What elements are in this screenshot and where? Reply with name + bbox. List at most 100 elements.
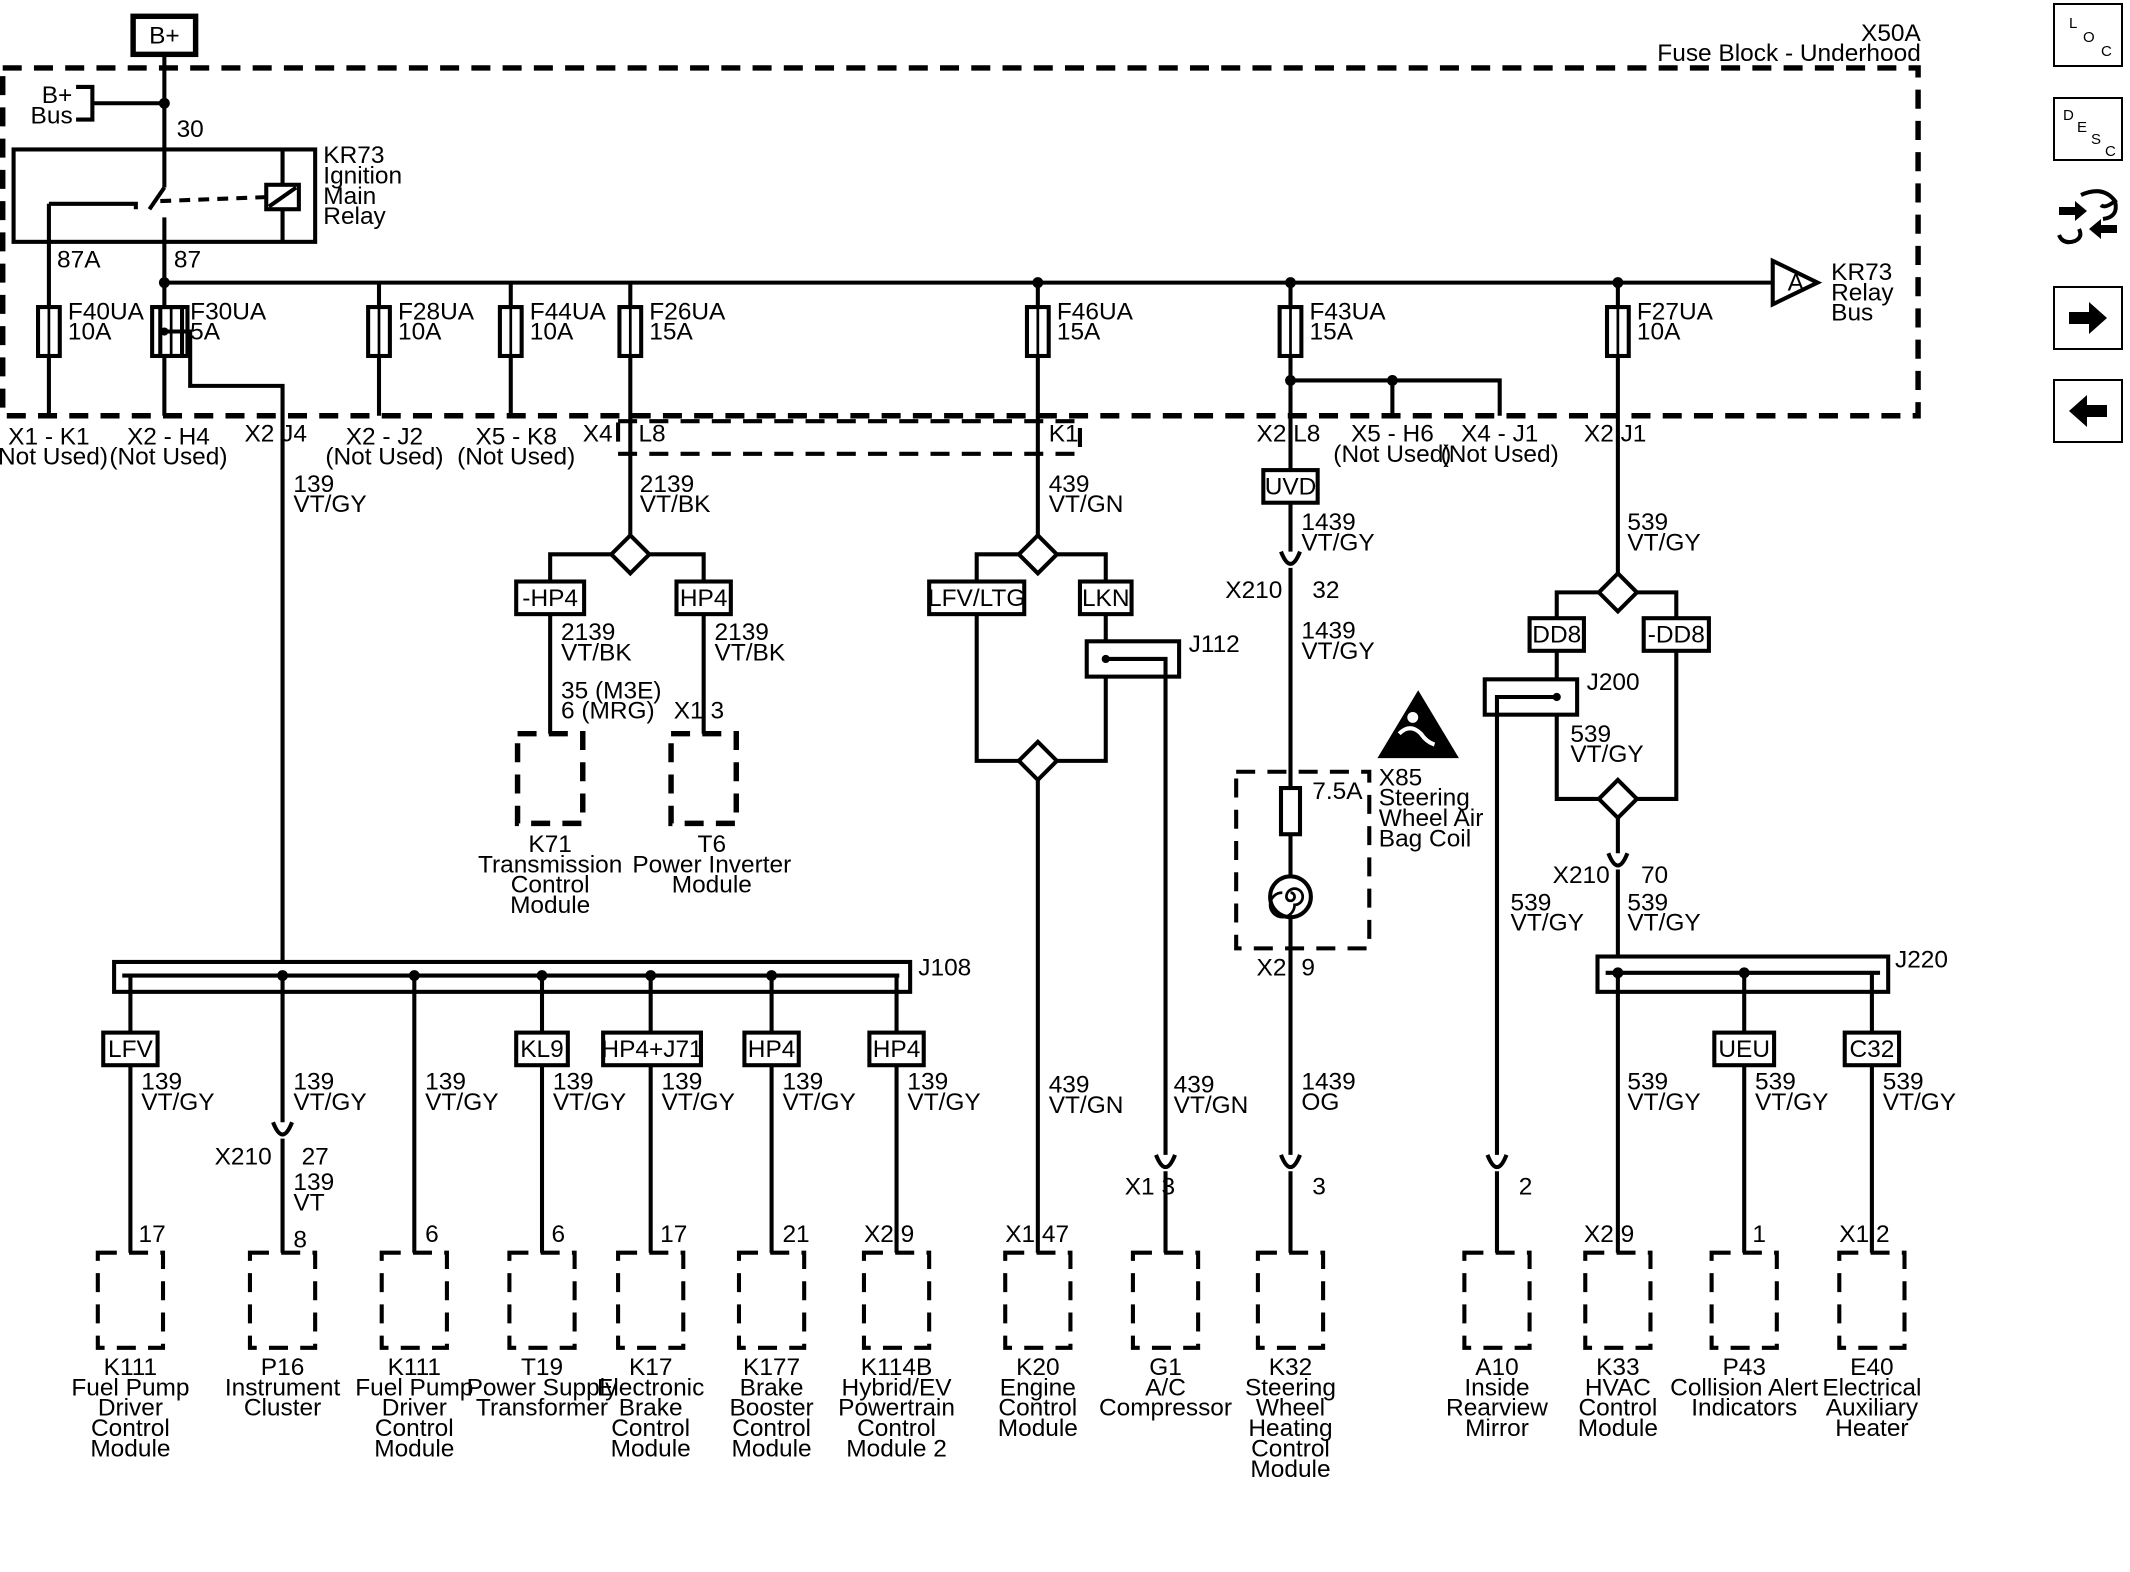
pin-p43: 1 xyxy=(1752,1221,1766,1248)
airbag-warning-icon xyxy=(1377,690,1459,759)
module-p16-box xyxy=(247,1250,318,1350)
module-g1-box xyxy=(1130,1250,1201,1350)
option-lfvltg xyxy=(927,579,1027,617)
option-hp4-b xyxy=(742,1030,801,1068)
bus-label: B+Bus xyxy=(31,82,73,129)
pin-x210-32: 32 xyxy=(1312,577,1339,604)
connector-x4: X4 xyxy=(583,421,613,448)
option-hp4-c-label: HP4 xyxy=(873,1036,921,1063)
connector-x5k8: X5 - K8(Not Used) xyxy=(457,423,575,470)
module-e40-box xyxy=(1837,1250,1907,1350)
option-lkn-label: LKN xyxy=(1082,585,1130,612)
connector-x2h4: X2 - H4(Not Used) xyxy=(109,423,227,470)
splice-j112-label: J112 xyxy=(1189,631,1240,658)
pin-87: 87 xyxy=(174,247,201,274)
airbag-coil-box xyxy=(1234,769,1372,951)
option-lkn xyxy=(1077,579,1134,617)
wiring-harness-icon xyxy=(2057,189,2118,245)
fuse-block-name: Fuse Block - Underhood xyxy=(1657,40,1920,67)
option-hp4-c xyxy=(867,1030,926,1068)
module-t6-box xyxy=(668,730,739,827)
module-k17-box xyxy=(616,1250,686,1350)
desc-button[interactable]: D E S C xyxy=(2053,97,2123,161)
loc-button[interactable]: L O C xyxy=(2053,3,2123,67)
connector-x2j1: X2 J1 xyxy=(1584,421,1646,448)
pin-k111b: 6 xyxy=(425,1221,439,1248)
connector-x4-box xyxy=(616,419,1082,456)
connector-x2j2: X2 - J2(Not Used) xyxy=(325,423,443,470)
connector-x210-a: X210 xyxy=(1225,577,1282,604)
fuse-block-id: X50A xyxy=(1861,20,1921,47)
pin-k177: 21 xyxy=(782,1221,809,1248)
airbag-fuse xyxy=(1278,786,1303,837)
module-k114b-box xyxy=(861,1250,932,1350)
module-k111b-box xyxy=(379,1250,449,1350)
pin-x210-27: 27 xyxy=(302,1143,329,1170)
option-nhp4-label: -HP4 xyxy=(522,585,578,612)
battery-label: B+ xyxy=(149,22,180,49)
option-lfvltg-label: LFV/LTG xyxy=(928,585,1025,612)
option-hp4-a xyxy=(674,579,733,617)
arrow-left-icon xyxy=(2069,395,2107,427)
pin-airbag-x2: X2 xyxy=(1257,955,1287,982)
forward-button[interactable] xyxy=(2053,286,2123,350)
pin-k32: 3 xyxy=(1312,1173,1326,1200)
arrow-right-icon xyxy=(2069,302,2107,334)
splice-j220-label: J220 xyxy=(1895,946,1948,973)
connector-x4j1: X4 - J1(Not Used) xyxy=(1441,421,1559,468)
pins-k71: 35 (M3E)6 (MRG) xyxy=(561,677,661,724)
option-kl9 xyxy=(514,1030,570,1068)
pin-k114b: X2 9 xyxy=(864,1221,914,1248)
splice-j108-label: J108 xyxy=(918,955,971,982)
connector-x2j4: X2 J4 xyxy=(245,421,307,448)
connector-x5h6: X5 - H6(Not Used) xyxy=(1333,421,1451,468)
pin-t19: 6 xyxy=(552,1221,566,1248)
pin-30: 30 xyxy=(177,116,204,143)
back-button[interactable] xyxy=(2053,379,2123,443)
module-k177-box xyxy=(736,1250,807,1350)
option-ueu-label: UEU xyxy=(1718,1036,1770,1063)
fuse-block-outline xyxy=(0,65,1921,419)
relay-bus-flag: A xyxy=(1788,270,1805,297)
connector-x1k1: X1 - K1(Not Used) xyxy=(0,423,108,470)
pin-g1: X1 3 xyxy=(1125,1173,1175,1200)
pin-p16: 8 xyxy=(293,1226,307,1253)
wiring-harness-button[interactable] xyxy=(2053,185,2123,249)
option-uvd-label: UVD xyxy=(1265,474,1317,501)
option-uvd xyxy=(1261,468,1320,505)
pin-k33: X2 9 xyxy=(1584,1221,1634,1248)
pin-k17: 17 xyxy=(660,1221,687,1248)
